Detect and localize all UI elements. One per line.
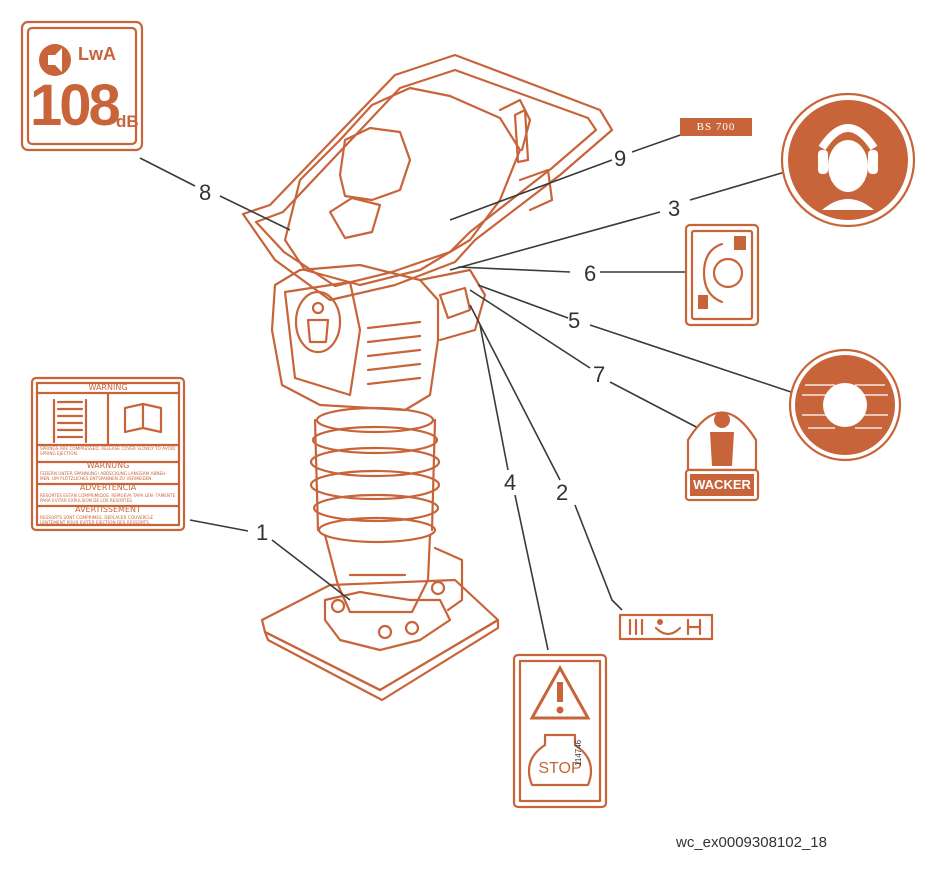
model-decal xyxy=(680,118,752,136)
callout-1: 1 xyxy=(256,520,269,545)
throttle-decal xyxy=(618,613,714,641)
warning-de-title: WARNUNG xyxy=(86,461,130,470)
sound-db-unit: dB xyxy=(116,112,139,131)
warning-es-title: ADVERTENCIA xyxy=(79,483,137,492)
sound-power-decal xyxy=(20,20,144,152)
stop-part-number: 114746 xyxy=(574,739,583,766)
stop-decal xyxy=(512,653,608,809)
warning-de-text: FEDERN UNTER SPANNUNG! ABDECKUNG LANGSAM… xyxy=(40,471,167,481)
image-code: wc_ex0009308102_18 xyxy=(676,834,827,851)
brand-label: WACKER xyxy=(693,477,751,492)
callout-9: 9 xyxy=(614,146,627,171)
sound-db-value: 108 xyxy=(30,73,121,138)
warning-fr-title: AVERTISSEMENT xyxy=(75,505,141,514)
brand-logo-decal xyxy=(684,411,760,502)
callout-7: 7 xyxy=(593,362,606,387)
callout-6: 6 xyxy=(584,261,597,286)
callout-4: 4 xyxy=(504,470,517,495)
warning-es-text: RESORTES ESTAN COMPRIMIDOS. REMUEVA TAPA… xyxy=(40,493,176,503)
callout-5: 5 xyxy=(568,308,581,333)
round-info-decal xyxy=(788,348,902,462)
stop-label: STOP xyxy=(538,760,582,777)
sound-lwa-label: LwA xyxy=(78,44,116,64)
hearing-protection-decal xyxy=(780,92,916,228)
warning-en-title: WARNING xyxy=(88,383,128,392)
rammer-machine xyxy=(241,53,614,702)
warning-decal xyxy=(30,376,186,532)
warning-fr-text: RESSORTS SONT COMPRIMES. DEPLACER COUVER… xyxy=(40,515,154,525)
warning-en-text: SPRINGS ARE COMPRESSED. RELEASE COVER SL… xyxy=(40,446,176,456)
callout-8: 8 xyxy=(199,180,212,205)
leader-lines xyxy=(139,132,801,651)
callout-2: 2 xyxy=(556,480,569,505)
fuel-valve-decal xyxy=(684,223,760,327)
model-label: BS 700 xyxy=(696,121,736,133)
callout-3: 3 xyxy=(668,196,681,221)
